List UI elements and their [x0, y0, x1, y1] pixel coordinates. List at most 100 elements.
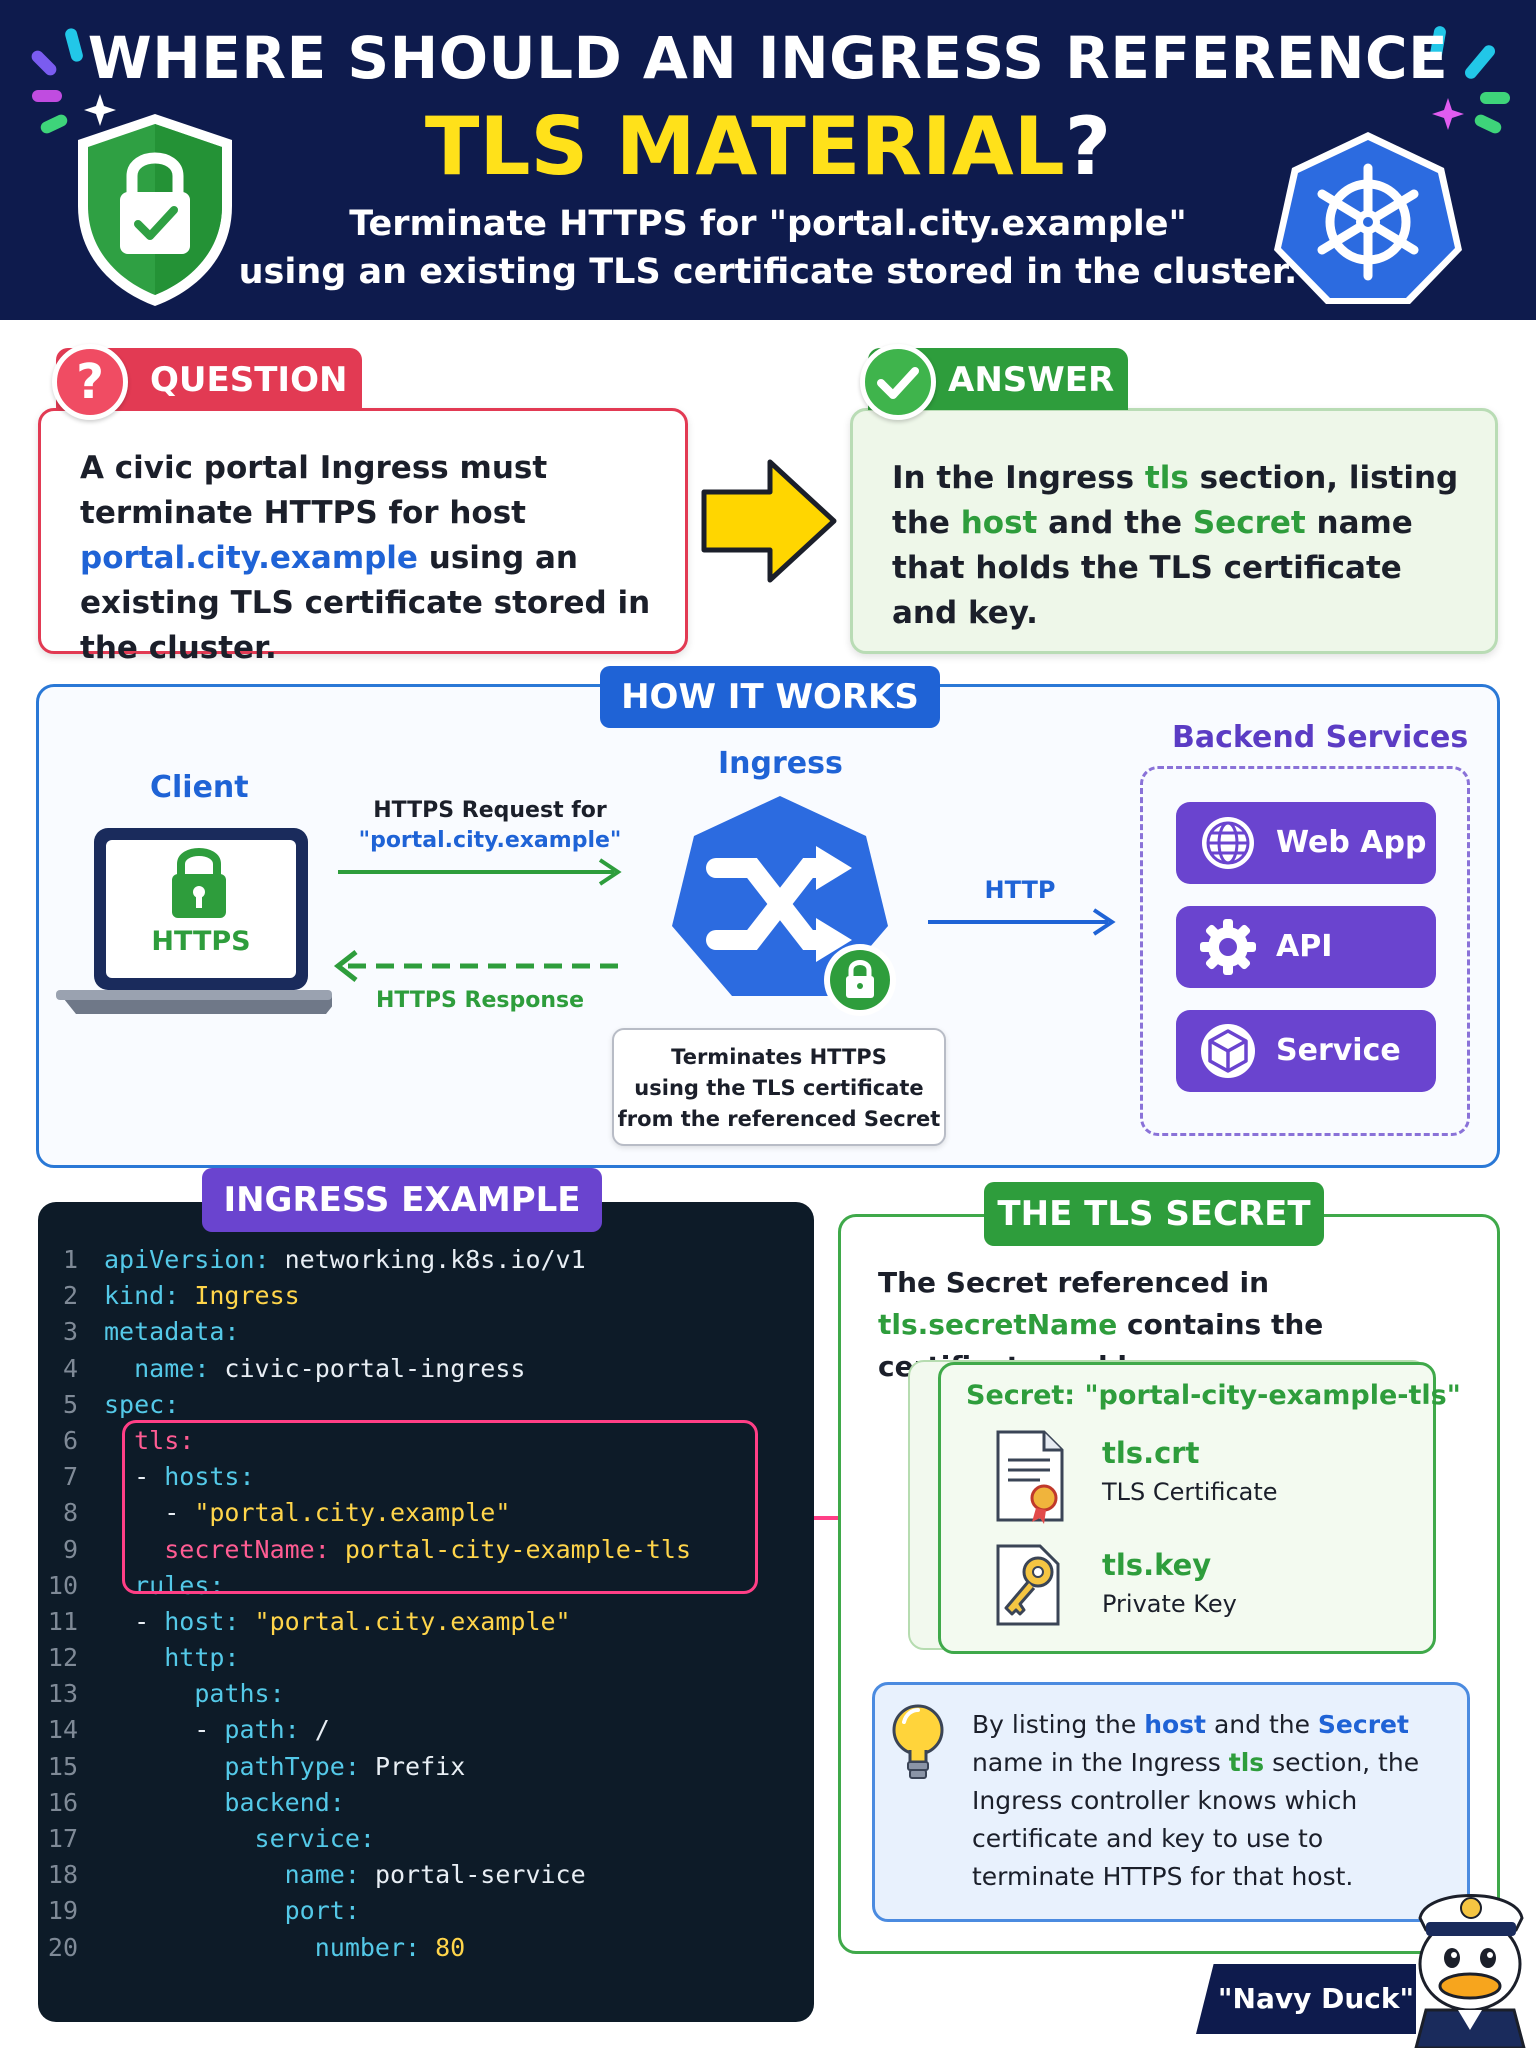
answer-text-part1: In the Ingress: [892, 460, 1145, 496]
code-key: name:: [284, 1860, 360, 1890]
code-value: portal-city-example-tls: [329, 1534, 692, 1564]
code-value: /: [299, 1715, 330, 1745]
code-line: 11 - host: "portal.city.example": [40, 1604, 810, 1640]
line-number: 7: [62, 1462, 78, 1492]
code-key: spec:: [104, 1389, 180, 1419]
code-key: backend:: [224, 1787, 345, 1817]
answer-card: [850, 408, 1498, 654]
code-value: Ingress: [179, 1281, 300, 1311]
header-title-question-mark: ?: [1064, 100, 1112, 193]
code-key: secretName:: [164, 1534, 330, 1564]
header-subtitle-line1: Terminate HTTPS for "portal.city.example…: [349, 204, 1187, 244]
code-key: paths:: [194, 1679, 285, 1709]
header-banner: WHERE SHOULD AN INGRESS REFERENCE TLS MA…: [0, 0, 1536, 320]
navy-duck-mascot-icon: [1414, 1894, 1526, 2048]
code-key: number:: [314, 1932, 421, 1962]
code-value: "portal.city.example": [194, 1498, 511, 1528]
header-title-line1: WHERE SHOULD AN INGRESS REFERENCE: [87, 24, 1449, 92]
code-indent: [104, 1788, 224, 1817]
code-line: 9 secretName: portal-city-example-tls: [40, 1532, 810, 1568]
note-host: host: [1144, 1710, 1207, 1739]
code-line: 7 - hosts:: [40, 1459, 810, 1495]
note-secret: Secret: [1317, 1710, 1409, 1739]
question-text-part2: using an existing TLS certificate stored…: [80, 540, 651, 666]
navy-duck-label: "Navy Duck": [1196, 1964, 1416, 2034]
line-number: 10: [47, 1570, 78, 1600]
code-key: kind:: [104, 1281, 180, 1311]
question-label: QUESTION: [150, 360, 348, 400]
code-indent: [104, 1896, 285, 1925]
terminate-line3: from the referenced Secret: [617, 1107, 941, 1131]
answer-secret: Secret: [1192, 505, 1306, 541]
line-number: 1: [62, 1245, 78, 1274]
https-response-label: HTTPS Response: [375, 988, 585, 1013]
code-indent: [104, 1679, 194, 1708]
question-text-part1: A civic portal Ingress must terminate HT…: [80, 450, 548, 531]
answer-label: ANSWER: [948, 360, 1115, 400]
code-line: 8 - "portal.city.example": [40, 1495, 810, 1531]
header-title-line2: TLS MATERIAL?: [0, 100, 1536, 193]
code-line: 16 backend:: [40, 1785, 810, 1821]
line-number: 11: [47, 1606, 78, 1636]
https-request-host: "portal.city.example": [358, 828, 622, 853]
answer-text: In the Ingress tls section, listing the …: [892, 456, 1472, 636]
terminates-https-callout: Terminates HTTPS using the TLS certifica…: [612, 1028, 946, 1146]
code-value: 80: [420, 1932, 466, 1962]
terminate-line1: Terminates HTTPS: [671, 1045, 887, 1069]
code-value: civic-portal-ingress: [209, 1353, 526, 1383]
code-key: tls:: [134, 1425, 195, 1455]
secret-name: Secret: "portal-city-example-tls": [966, 1380, 1461, 1411]
code-indent: [104, 1752, 224, 1781]
key-icon: [996, 1544, 1060, 1626]
code-indent: [104, 1860, 285, 1889]
code-line: 19 port:: [40, 1893, 810, 1929]
code-key: service:: [254, 1824, 375, 1853]
https-request-label: HTTPS Request for "portal.city.example": [340, 796, 640, 856]
question-card: [38, 408, 688, 654]
cube-icon: [1201, 1024, 1255, 1078]
code-indent: [104, 1354, 134, 1383]
line-number: 12: [47, 1643, 78, 1673]
code-key: pathType:: [224, 1751, 360, 1781]
code-line: 6 tls:: [40, 1423, 810, 1459]
http-label: HTTP: [984, 876, 1056, 904]
tls-intro-ref: tls.secretName: [878, 1308, 1118, 1341]
tls-secret-title: THE TLS SECRET: [984, 1182, 1324, 1246]
note-part4: section, the Ingress controller knows wh…: [972, 1748, 1420, 1891]
code-value: Prefix: [359, 1751, 466, 1781]
line-number: 17: [47, 1824, 78, 1853]
line-number: 5: [62, 1389, 78, 1419]
check-badge-icon: [860, 344, 936, 420]
ingress-example-title: INGRESS EXAMPLE: [202, 1168, 602, 1232]
right-arrow-icon: [701, 459, 837, 583]
sparkle-decoration-left: [31, 28, 116, 134]
line-number: 6: [62, 1425, 78, 1455]
how-it-works-title: HOW IT WORKS: [600, 666, 940, 728]
laptop-screen-text: HTTPS: [151, 926, 251, 957]
line-number: 9: [62, 1534, 78, 1564]
code-line: 14 - path: /: [40, 1712, 810, 1748]
certificate-icon: [996, 1430, 1064, 1524]
code-line: 15 pathType: Prefix: [40, 1749, 810, 1785]
laptop-icon: [56, 828, 332, 1014]
code-key: apiVersion:: [104, 1245, 270, 1274]
code-line: 17 service:: [40, 1821, 810, 1857]
header-title-highlight: TLS MATERIAL: [424, 100, 1065, 193]
code-key: host:: [164, 1606, 240, 1636]
shield-lock-icon: [78, 114, 232, 306]
tls-section-highlight: [122, 1420, 758, 1594]
client-label: Client: [150, 770, 249, 805]
code-line: 4 name: civic-portal-ingress: [40, 1351, 810, 1387]
code-indent: -: [104, 1606, 165, 1636]
code-indent: -: [104, 1715, 225, 1745]
code-value: networking.k8s.io/v1: [269, 1245, 586, 1274]
line-number: 18: [47, 1860, 78, 1890]
line-number: 14: [47, 1715, 78, 1745]
tls-intro-part1: The Secret referenced in: [878, 1266, 1270, 1299]
answer-host: host: [960, 505, 1038, 541]
sparkle-decoration-right: [1430, 26, 1510, 134]
line-number: 20: [47, 1932, 78, 1962]
header-subtitle-line2: using an existing TLS certificate stored…: [238, 252, 1298, 292]
code-line: 20 number: 80: [40, 1930, 810, 1966]
